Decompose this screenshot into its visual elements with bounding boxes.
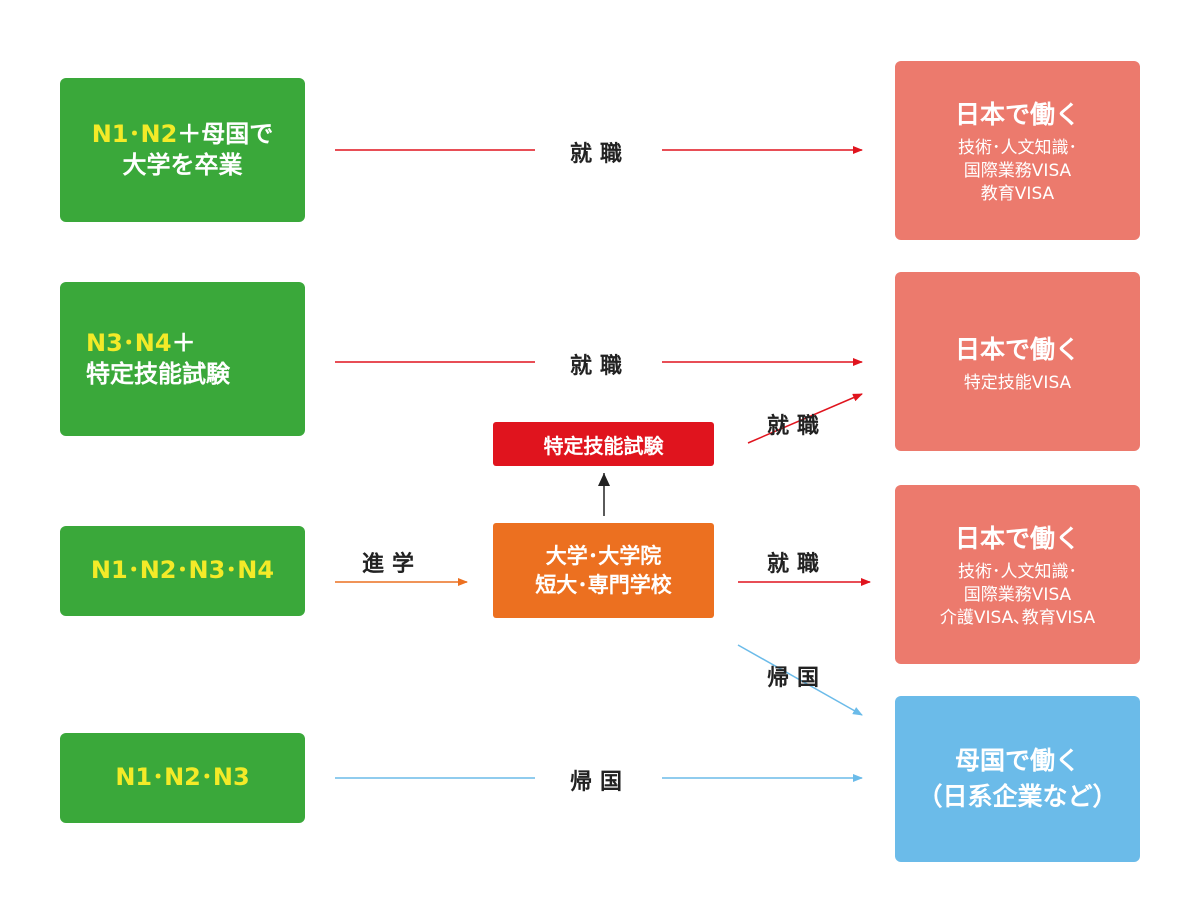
- work-box-3-line1: 技術･人文知識･: [958, 562, 1077, 583]
- left-box-row2-rest: ＋: [171, 328, 196, 357]
- home-box: 母国で働く （日系企業など）: [895, 696, 1140, 862]
- work-box-3-title: 日本で働く: [954, 524, 1080, 554]
- left-box-row4: N1･N2･N3: [60, 733, 305, 823]
- label-advance: 進学: [362, 552, 423, 577]
- left-box-row3-text: N1･N2･N3･N4: [90, 556, 275, 585]
- label-school-employment: 就職: [767, 552, 828, 577]
- left-box-row3: N1･N2･N3･N4: [60, 526, 305, 616]
- left-box-row2: N3･N4＋ 特定技能試験: [60, 282, 305, 436]
- left-box-row1-rest: ＋母国で: [177, 119, 274, 148]
- label-row4-return: 帰国: [570, 770, 631, 795]
- school-box: 大学･大学院 短大･専門学校: [493, 523, 714, 618]
- label-row1-employment: 就職: [570, 142, 631, 167]
- work-box-3-line3: 介護VISA､教育VISA: [939, 607, 1096, 628]
- left-box-row1: N1･N2＋母国で 大学を卒業: [60, 78, 305, 222]
- home-box-line2: （日系企業など）: [917, 782, 1118, 811]
- work-box-1-line1: 技術･人文知識･: [958, 138, 1077, 159]
- label-row2-employment: 就職: [570, 354, 631, 379]
- work-box-3: 日本で働く 技術･人文知識･ 国際業務VISA 介護VISA､教育VISA: [895, 485, 1140, 664]
- left-box-row4-text: N1･N2･N3: [115, 763, 250, 792]
- label-exam-employment: 就職: [767, 414, 828, 439]
- arrow-school-to-exam-head: [598, 473, 610, 486]
- home-box-line1: 母国で働く: [954, 745, 1080, 775]
- work-box-1-line3: 教育VISA: [980, 183, 1055, 204]
- arrow-school-to-home: [737, 644, 863, 716]
- work-box-2-title: 日本で働く: [954, 335, 1080, 364]
- work-box-2-line1: 特定技能VISA: [963, 373, 1072, 393]
- exam-box: 特定技能試験: [493, 422, 714, 466]
- work-box-2: 日本で働く 特定技能VISA: [895, 272, 1140, 451]
- left-box-row2-line2: 特定技能試験: [86, 360, 230, 388]
- left-box-row1-highlight: N1･N2: [91, 119, 178, 148]
- label-school-return: 帰国: [767, 666, 828, 691]
- left-box-row1-line2: 大学を卒業: [122, 151, 243, 179]
- school-box-line1: 大学･大学院: [545, 544, 662, 569]
- arrow-exam-to-work: [747, 393, 863, 444]
- left-box-row2-highlight: N3･N4: [86, 328, 172, 357]
- school-box-line2: 短大･専門学校: [535, 572, 672, 597]
- work-box-1-line2: 国際業務VISA: [963, 161, 1072, 182]
- left-box-row2-line1: N3･N4＋: [86, 328, 196, 359]
- exam-box-text: 特定技能試験: [543, 433, 664, 458]
- work-box-3-line2: 国際業務VISA: [963, 585, 1072, 606]
- work-box-1-title: 日本で働く: [954, 100, 1080, 130]
- work-box-1: 日本で働く 技術･人文知識･ 国際業務VISA 教育VISA: [895, 61, 1140, 240]
- left-box-row1-line1: N1･N2＋母国で: [92, 119, 274, 150]
